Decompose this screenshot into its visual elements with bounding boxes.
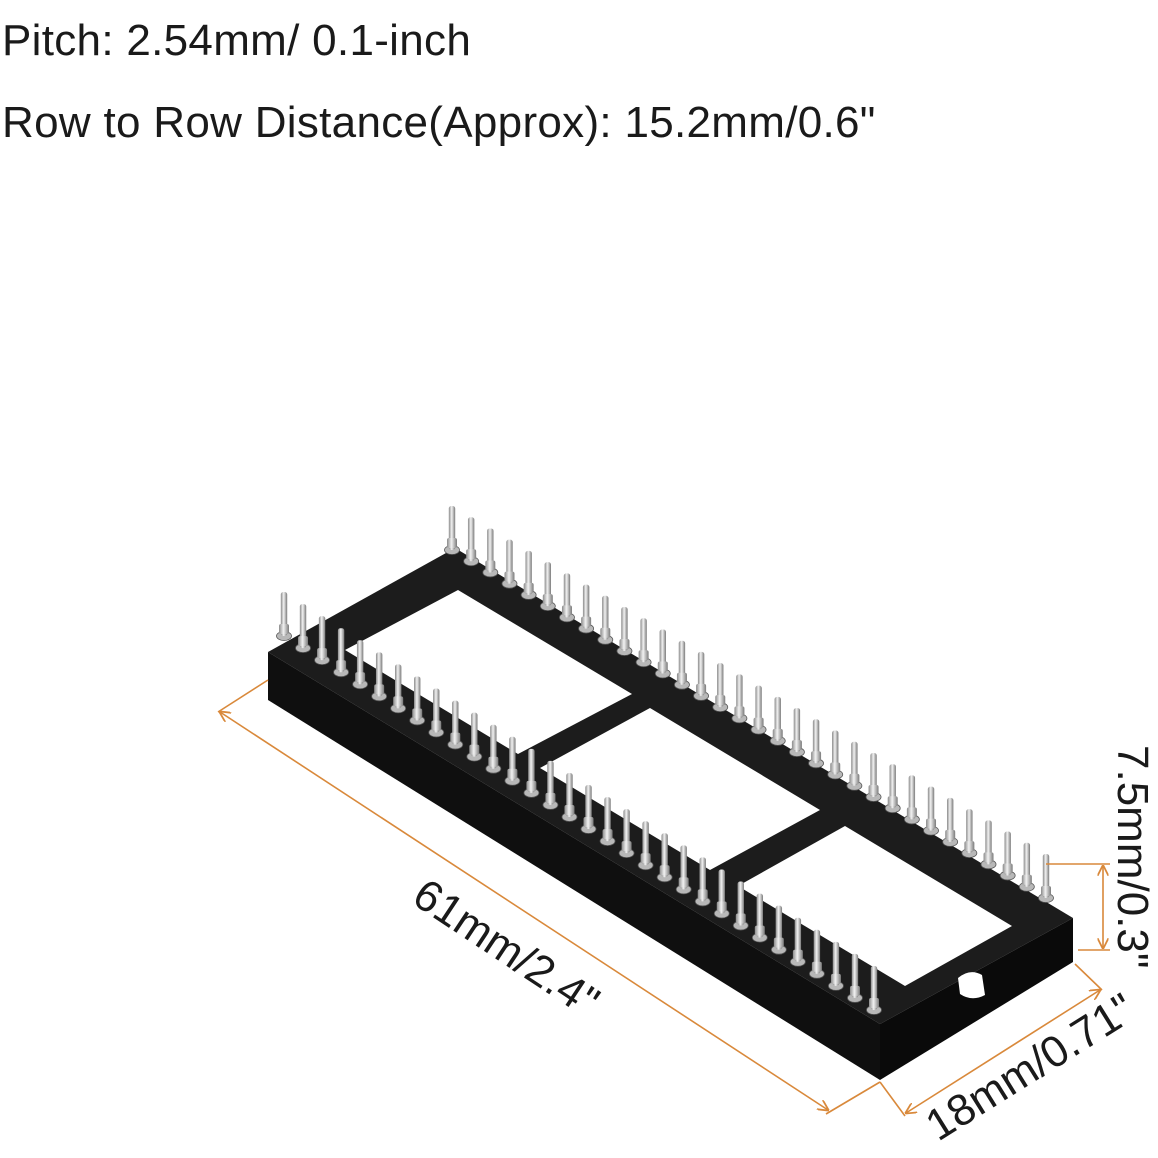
back-row-pin — [827, 730, 844, 780]
width-extension-left — [879, 1081, 906, 1117]
back-row-pin — [616, 607, 633, 656]
front-row-pin — [314, 616, 330, 666]
width-dimension-line — [906, 990, 1100, 1113]
back-row-pin — [884, 764, 901, 814]
back-row-pin — [846, 741, 863, 791]
back-row-pin — [559, 573, 575, 623]
front-row-pin — [333, 628, 349, 678]
back-row-pin — [693, 651, 709, 701]
back-row-pin — [903, 775, 920, 825]
back-row-pin — [1038, 854, 1054, 903]
length-extension-left — [217, 679, 269, 713]
back-row-pin — [520, 550, 537, 600]
front-row-pin — [371, 652, 388, 702]
back-row-pin — [961, 809, 978, 858]
back-row-pin — [444, 506, 460, 555]
back-row-pin — [501, 539, 518, 589]
back-row-pin — [789, 708, 805, 757]
length-label: 61mm/2.4" — [404, 869, 607, 1026]
front-row-pin — [828, 941, 844, 991]
back-row-pin — [942, 797, 959, 847]
back-row-pin — [578, 584, 595, 634]
height-label: 7.5mm/0.3" — [1108, 745, 1157, 968]
socket-notch — [958, 972, 985, 999]
back-row-pin — [750, 685, 767, 735]
back-row-pin — [980, 820, 997, 870]
front-row-pin — [866, 966, 882, 1015]
back-row-pin — [463, 517, 480, 567]
back-row-pin — [539, 562, 556, 612]
pitch-spec: Pitch: 2.54mm/ 0.1-inch — [2, 16, 472, 65]
back-row-pin — [923, 786, 939, 836]
dimension-lines — [217, 679, 1110, 1117]
length-extension-right — [825, 1081, 881, 1115]
back-row-pin — [482, 528, 499, 578]
back-row-pin — [674, 640, 690, 690]
back-row-pin — [712, 663, 729, 713]
back-row-pin — [654, 629, 671, 679]
row-distance-spec: Row to Row Distance(Approx): 15.2mm/0.6" — [2, 98, 876, 147]
back-row-pin — [808, 719, 824, 769]
back-row-pin — [865, 752, 882, 802]
back-row-pin — [1018, 842, 1035, 892]
length-dimension-line — [220, 712, 828, 1110]
back-row-pin — [769, 696, 786, 746]
front-row-pin — [295, 604, 311, 653]
back-row-pin — [635, 618, 652, 668]
back-row-pin — [597, 595, 614, 645]
back-row-pin — [999, 831, 1016, 881]
front-row-pin — [847, 953, 863, 1003]
width-extension-right — [1074, 963, 1103, 991]
front-row-pin — [352, 640, 369, 690]
front-row-pin — [276, 592, 292, 641]
back-row-pin — [731, 674, 748, 724]
